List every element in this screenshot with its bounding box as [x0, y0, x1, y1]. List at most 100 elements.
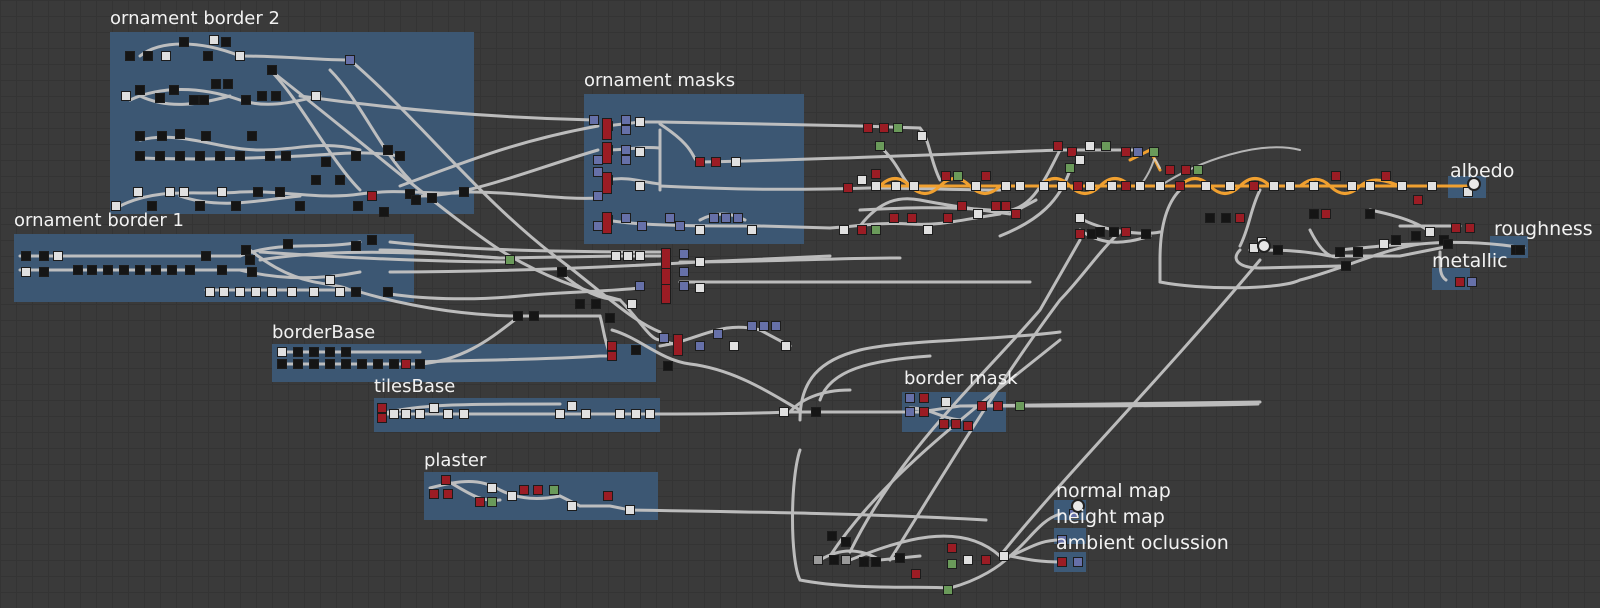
graph-node[interactable]	[963, 421, 973, 431]
graph-node[interactable]	[1353, 247, 1363, 257]
graph-node[interactable]	[1379, 239, 1389, 249]
graph-node[interactable]	[1053, 141, 1063, 151]
graph-node[interactable]	[993, 401, 1003, 411]
graph-node[interactable]	[695, 225, 705, 235]
frame-ornament-masks[interactable]	[584, 94, 804, 244]
graph-node[interactable]	[1455, 277, 1465, 287]
graph-node[interactable]	[247, 131, 257, 141]
graph-node[interactable]	[1411, 231, 1421, 241]
graph-node[interactable]	[383, 287, 393, 297]
graph-node[interactable]	[459, 187, 469, 197]
graph-node[interactable]	[947, 543, 957, 553]
graph-node[interactable]	[889, 213, 899, 223]
graph-node[interactable]	[271, 91, 281, 101]
graph-node[interactable]	[907, 213, 917, 223]
graph-node[interactable]	[1465, 223, 1475, 233]
graph-node[interactable]	[1427, 181, 1437, 191]
graph-node[interactable]	[627, 299, 637, 309]
graph-node[interactable]	[615, 409, 625, 419]
graph-node[interactable]	[1273, 245, 1283, 255]
graph-node[interactable]	[1109, 227, 1119, 237]
graph-node[interactable]	[1149, 147, 1159, 157]
graph-node[interactable]	[679, 281, 689, 291]
graph-node[interactable]	[759, 321, 769, 331]
graph-node[interactable]	[1249, 181, 1259, 191]
graph-node[interactable]	[21, 251, 31, 261]
graph-node[interactable]	[1015, 401, 1025, 411]
graph-node[interactable]	[309, 287, 319, 297]
graph-node[interactable]	[235, 51, 245, 61]
graph-node[interactable]	[325, 359, 335, 369]
graph-node[interactable]	[415, 409, 425, 419]
graph-node[interactable]	[911, 569, 921, 579]
graph-node[interactable]	[963, 555, 973, 565]
graph-node[interactable]	[377, 413, 387, 423]
graph-node[interactable]	[567, 501, 577, 511]
graph-node[interactable]	[309, 347, 319, 357]
graph-node[interactable]	[971, 181, 981, 191]
graph-node[interactable]	[111, 201, 121, 211]
graph-node[interactable]	[645, 409, 655, 419]
graph-node[interactable]	[893, 123, 903, 133]
graph-node[interactable]	[665, 213, 675, 223]
graph-node[interactable]	[395, 151, 405, 161]
graph-node[interactable]	[195, 151, 205, 161]
graph-node[interactable]	[1057, 181, 1067, 191]
graph-node[interactable]	[1365, 181, 1375, 191]
graph-node[interactable]	[679, 249, 689, 259]
graph-node[interactable]	[591, 299, 601, 309]
graph-node[interactable]	[253, 187, 263, 197]
graph-node[interactable]	[811, 407, 821, 417]
graph-node[interactable]	[245, 255, 255, 265]
graph-node[interactable]	[143, 51, 153, 61]
graph-node[interactable]	[631, 409, 641, 419]
graph-node[interactable]	[155, 93, 165, 103]
graph-node[interactable]	[199, 95, 209, 105]
graph-node[interactable]	[287, 287, 297, 297]
graph-node[interactable]	[711, 157, 721, 167]
graph-node[interactable]	[729, 341, 739, 351]
graph-node[interactable]	[1121, 227, 1131, 237]
graph-node[interactable]	[185, 265, 195, 275]
graph-node[interactable]	[217, 265, 227, 275]
graph-node[interactable]	[325, 275, 335, 285]
graph-node[interactable]	[593, 191, 603, 201]
graph-node[interactable]	[1181, 165, 1191, 175]
graph-node[interactable]	[241, 245, 251, 255]
graph-node[interactable]	[953, 171, 963, 181]
graph-node[interactable]	[179, 187, 189, 197]
graph-node[interactable]	[205, 287, 215, 297]
graph-node[interactable]	[1015, 181, 1025, 191]
graph-node[interactable]	[377, 403, 387, 413]
graph-node[interactable]	[513, 311, 523, 321]
graph-node[interactable]	[779, 407, 789, 417]
graph-node[interactable]	[1101, 141, 1111, 151]
graph-node[interactable]	[267, 287, 277, 297]
graph-node[interactable]	[919, 393, 929, 403]
graph-node[interactable]	[1443, 239, 1453, 249]
graph-node[interactable]	[879, 123, 889, 133]
graph-node[interactable]	[943, 585, 953, 595]
graph-node[interactable]	[695, 341, 705, 351]
graph-node[interactable]	[621, 213, 631, 223]
graph-node[interactable]	[891, 181, 901, 191]
graph-node[interactable]	[293, 347, 303, 357]
graph-node[interactable]	[353, 201, 363, 211]
graph-node[interactable]	[211, 79, 221, 89]
graph-node[interactable]	[247, 267, 257, 277]
graph-node[interactable]	[947, 559, 957, 569]
graph-node[interactable]	[731, 157, 741, 167]
graph-node[interactable]	[747, 225, 757, 235]
graph-node[interactable]	[53, 251, 63, 261]
graph-node[interactable]	[1073, 557, 1083, 567]
graph-node[interactable]	[179, 37, 189, 47]
graph-node[interactable]	[311, 175, 321, 185]
graph-node[interactable]	[859, 557, 869, 567]
graph-node[interactable]	[625, 505, 635, 515]
graph-node[interactable]	[389, 409, 399, 419]
graph-node[interactable]	[981, 555, 991, 565]
graph-node[interactable]	[923, 225, 933, 235]
graph-node[interactable]	[151, 265, 161, 275]
graph-node[interactable]	[309, 359, 319, 369]
graph-node[interactable]	[1309, 181, 1319, 191]
